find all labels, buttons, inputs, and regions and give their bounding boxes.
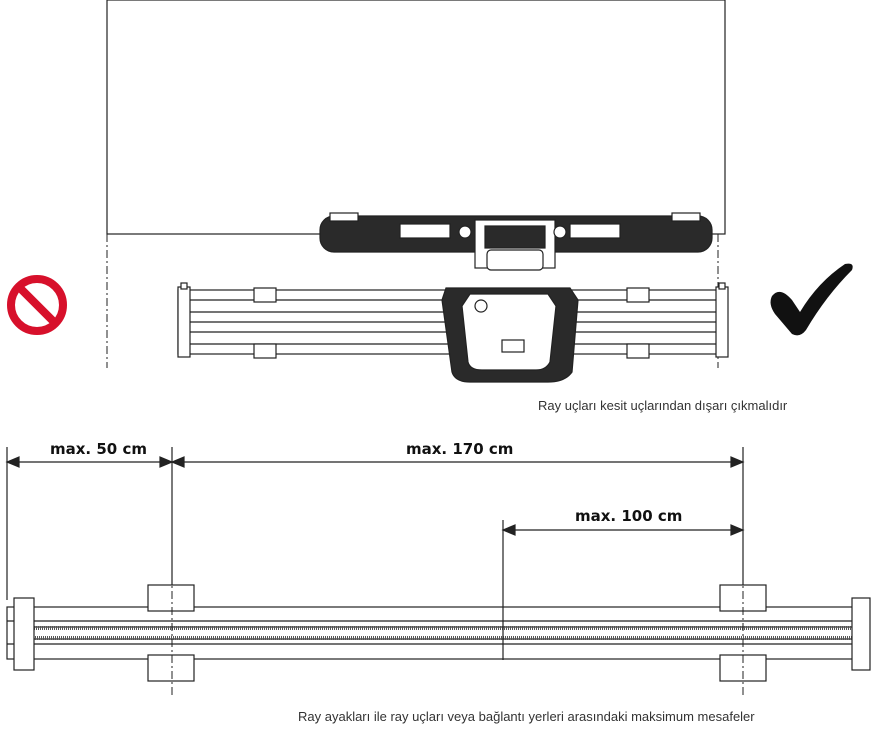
dimension-span-label: max. 170 cm [406, 440, 513, 458]
dimension-left-label: max. 50 cm [50, 440, 147, 458]
checkmark-icon [770, 263, 853, 336]
workpiece-section [106, 0, 726, 235]
caption-bottom: Ray ayakları ile ray uçları veya bağlant… [298, 709, 755, 724]
rail-bottom [6, 584, 871, 682]
prohibited-icon [7, 275, 67, 335]
dimension-joint-label: max. 100 cm [575, 507, 682, 525]
caption-top: Ray uçları kesit uçlarından dışarı çıkma… [538, 398, 788, 413]
clamp-assembly [319, 212, 713, 271]
drive-carriage [441, 287, 579, 383]
foot-centerlines [171, 575, 744, 695]
